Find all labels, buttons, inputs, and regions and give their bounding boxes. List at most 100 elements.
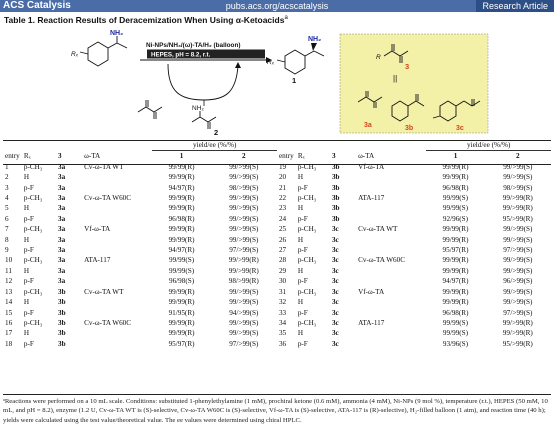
yield-ee-1-cell: 99/99(S) bbox=[168, 256, 195, 265]
ketoacid-cell: 3a bbox=[58, 183, 66, 192]
ketoacid-cell: 3b bbox=[331, 183, 340, 192]
ketoacid-cell: 3a bbox=[58, 173, 66, 182]
ketoacid-cell: 3c bbox=[331, 266, 339, 275]
entry-cell: 34 bbox=[278, 318, 287, 327]
yield-ee-1-cell: 94/97(R) bbox=[168, 183, 195, 192]
yield-ee-2-cell: 95/>99(R) bbox=[502, 214, 533, 223]
substituent-cell: p-CH₃ bbox=[23, 256, 43, 265]
yield-ee-2-cell: 97/>99(S) bbox=[229, 339, 259, 348]
transaminase-cell bbox=[356, 308, 426, 318]
ketoacid-cell: 3b bbox=[331, 173, 340, 182]
yield-ee-1-cell: 99/99(S) bbox=[442, 318, 469, 327]
journal-url[interactable]: pubs.acs.org/acscatalysis bbox=[225, 1, 329, 11]
yield-ee-1-cell: 99/99(R) bbox=[442, 287, 469, 296]
transaminase-cell: Cv-ω-TA W60C bbox=[84, 318, 132, 327]
generic-ketoacid-structure bbox=[383, 44, 409, 63]
compound-3b-structure bbox=[391, 94, 425, 122]
journal-header: ACS Catalysis pubs.acs.org/acscatalysis … bbox=[0, 0, 554, 12]
ketoacid-cell: 3b bbox=[331, 204, 340, 213]
product-number: 1 bbox=[292, 76, 296, 85]
yield-ee-1-cell: 94/97(R) bbox=[442, 277, 469, 286]
yield-ee-1-cell: 99/99(R) bbox=[168, 173, 195, 182]
substituent-cell: H bbox=[297, 298, 304, 307]
yield-ee-1-cell: 99/99(S) bbox=[442, 204, 469, 213]
yield-ee-1-cell: 99/99(R) bbox=[442, 266, 469, 275]
substituent-cell: p-F bbox=[297, 308, 308, 317]
substituent-cell: p-CH₃ bbox=[23, 194, 43, 203]
amine-r-label: Rₓ bbox=[71, 51, 79, 58]
transaminase-cell bbox=[82, 328, 152, 338]
substituent-cell: p-CH₃ bbox=[297, 287, 317, 296]
ketoacid-cell: 3c bbox=[331, 277, 339, 286]
col-2-right: 2 bbox=[516, 152, 520, 161]
entry-cell: 3 bbox=[5, 183, 9, 192]
transaminase-cell: ATA-117 bbox=[358, 194, 385, 203]
yield-ee-1-cell: 99/99(R) bbox=[168, 287, 195, 296]
yield-ee-2-cell: 99/>99(S) bbox=[503, 235, 533, 244]
substituent-cell: p-CH₃ bbox=[297, 194, 317, 203]
yield-ee-2-cell: 98/>99(R) bbox=[228, 277, 259, 286]
transaminase-cell bbox=[82, 308, 152, 318]
conditions-bottom: HEPES, pH = 8.2, r.t. bbox=[151, 52, 211, 59]
ketoacid-cell: 3b bbox=[58, 329, 66, 338]
yield-ee-1-cell: 99/99(S) bbox=[168, 266, 195, 275]
ketoacid-cell: 3b bbox=[331, 162, 340, 171]
yield-ee-2-cell: 99/>99(S) bbox=[229, 204, 259, 213]
transaminase-cell: Cv-ω-TA W60C bbox=[84, 194, 132, 203]
yield-ee-2-cell: 99/>99(R) bbox=[502, 194, 533, 203]
substituent-cell: p-F bbox=[23, 277, 34, 286]
transaminase-cell: Cv-ω-TA W60C bbox=[358, 256, 406, 265]
table-title: Table 1. Reaction Results of Deracemizat… bbox=[4, 15, 288, 25]
transaminase-cell bbox=[356, 245, 426, 255]
yield-ee-2-cell: 97/>99(S) bbox=[503, 308, 533, 317]
table-title-note: a bbox=[284, 15, 288, 22]
transaminase-cell bbox=[356, 266, 426, 276]
transaminase-cell bbox=[356, 297, 426, 307]
entry-cell: 35 bbox=[278, 329, 287, 338]
yield-ee-2-cell: 99/>99(S) bbox=[229, 329, 259, 338]
article-type-badge: Research Article bbox=[476, 0, 554, 12]
yield-ee-1-cell: 92/96(S) bbox=[442, 214, 469, 223]
reaction-scheme: NH₂ Rₓ Ni-NPs/NH₃/(ω)-TA/H₂ (balloon) HE… bbox=[71, 30, 489, 137]
substituent-cell: p-F bbox=[297, 246, 308, 255]
ketoacid-cell: 3b bbox=[58, 339, 66, 348]
ketoacid-cell: 3c bbox=[331, 287, 339, 296]
conditions-box bbox=[147, 49, 265, 59]
yield-ee-2-cell: 96/>99(S) bbox=[503, 277, 533, 286]
entry-cell: 12 bbox=[5, 277, 13, 286]
results-table: yield/ee (%/%) yield/ee (%/%) entry Rₓ 3… bbox=[3, 140, 551, 349]
transaminase-cell bbox=[356, 328, 426, 338]
ketoacid-cell: 3b bbox=[58, 287, 66, 296]
ketoacid-cell: 3a bbox=[58, 204, 66, 213]
yield-ee-2-cell: 99/>99(R) bbox=[502, 329, 533, 338]
ketoacid-cell: 3c bbox=[331, 339, 339, 348]
substituent-cell: p-F bbox=[23, 308, 34, 317]
ketoacid-cell: 3c bbox=[331, 246, 339, 255]
entry-cell: 27 bbox=[278, 246, 287, 255]
entry-cell: 11 bbox=[5, 266, 12, 275]
transaminase-cell bbox=[82, 245, 152, 255]
yield-ee-header-left: yield/ee (%/%) bbox=[152, 140, 277, 152]
entry-cell: 7 bbox=[5, 225, 9, 234]
entry-cell: 10 bbox=[5, 256, 13, 265]
substituent-cell: p-CH₃ bbox=[297, 318, 317, 327]
conditions-top: Ni-NPs/NH₃/(ω)-TA/H₂ (balloon) bbox=[146, 42, 241, 49]
yield-ee-2-cell: 99/>99(S) bbox=[229, 235, 259, 244]
substituent-cell: p-F bbox=[297, 277, 308, 286]
yield-ee-1-cell: 99/99(R) bbox=[168, 162, 195, 171]
entry-cell: 20 bbox=[278, 173, 287, 182]
yield-ee-1-cell: 99/99(R) bbox=[442, 256, 469, 265]
yield-ee-2-cell: 99/>99(R) bbox=[502, 318, 533, 327]
transaminase-cell: Cv-ω-TA WT bbox=[84, 162, 124, 171]
journal-name[interactable]: ACS Catalysis bbox=[3, 0, 71, 11]
ketoacid-cell: 3a bbox=[58, 214, 66, 223]
yield-ee-1-cell: 91/95(R) bbox=[168, 308, 195, 317]
yield-ee-2-cell: 99/>99(R) bbox=[228, 266, 259, 275]
yield-ee-2-cell: 99/>99(S) bbox=[229, 318, 259, 327]
substituent-cell: H bbox=[297, 235, 304, 244]
